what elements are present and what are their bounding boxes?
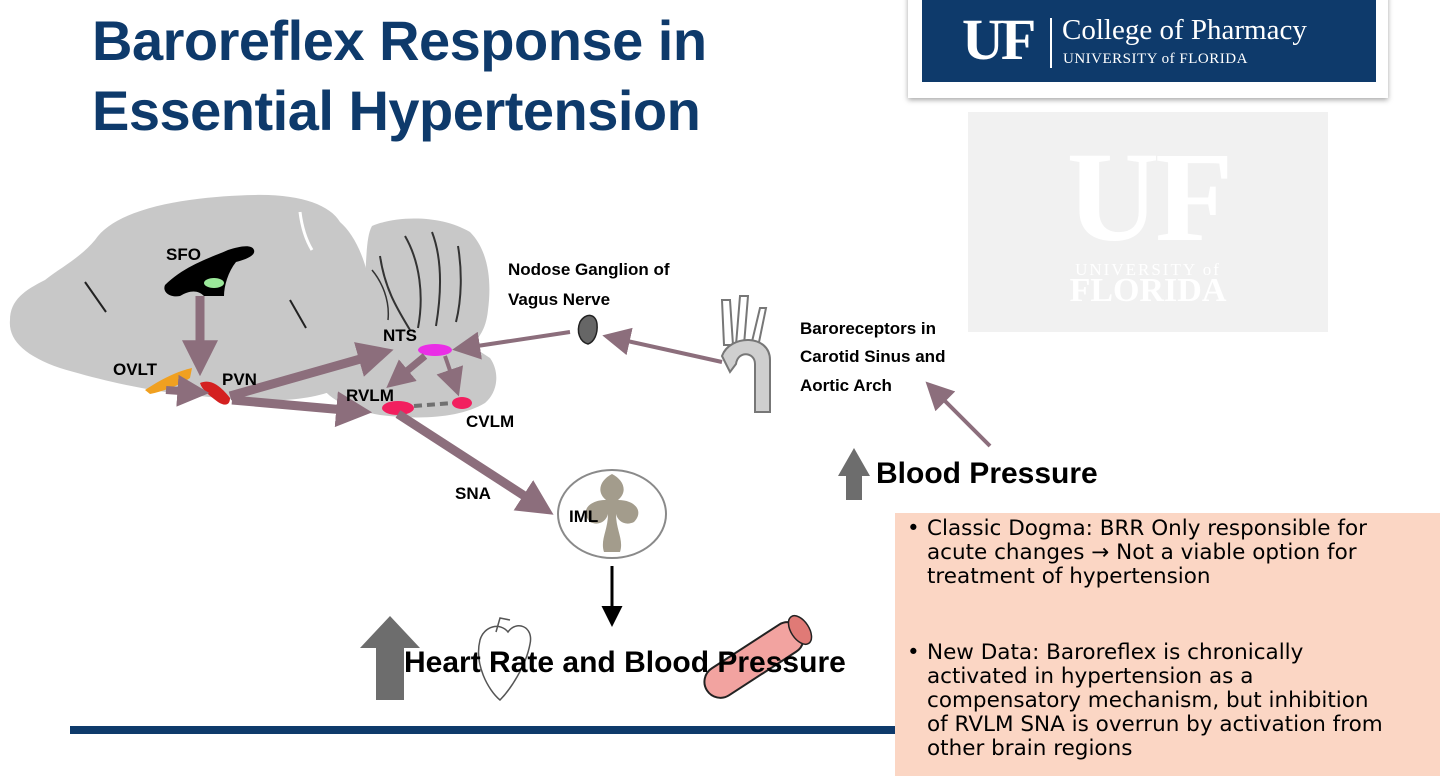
bullet: • bbox=[907, 516, 920, 541]
spinal-cord-icon bbox=[557, 469, 667, 559]
note-line: activated in hypertension as a bbox=[927, 664, 1254, 689]
watermark-mark: UF bbox=[1066, 126, 1234, 268]
cerebellum-fold bbox=[404, 235, 422, 329]
rvlm-cvlm-connection bbox=[413, 401, 453, 408]
arrow-nodose-to-nts bbox=[452, 330, 571, 360]
label-sfo: SFO bbox=[166, 245, 201, 264]
brain-sulcus bbox=[289, 299, 307, 329]
label-iml: IML bbox=[569, 507, 598, 526]
watermark-university: UNIVERSITY of bbox=[1075, 260, 1221, 279]
label-nts: NTS bbox=[383, 326, 417, 345]
ovlt-region bbox=[145, 368, 192, 394]
arrow-ovlt-to-pvn bbox=[165, 374, 210, 407]
note-line: treatment of hypertension bbox=[927, 564, 1211, 589]
arrow-pvn-to-nts bbox=[228, 342, 394, 401]
note-line: other brain regions bbox=[927, 736, 1133, 761]
label-baroreceptors-line-3: Aortic Arch bbox=[800, 376, 892, 395]
brain-sulcus bbox=[298, 211, 314, 251]
heart-icon bbox=[477, 617, 532, 702]
cvlm-region bbox=[452, 397, 472, 409]
watermark-state: FLORIDA bbox=[1069, 272, 1227, 309]
notes-box: • Classic Dogma: BRR Only responsible fo… bbox=[895, 513, 1440, 776]
brain-sulcus bbox=[84, 281, 107, 313]
note-new-data: • New Data: Baroreflex is chronically ac… bbox=[907, 641, 1432, 761]
label-ovlt: OVLT bbox=[113, 360, 158, 379]
label-rvlm: RVLM bbox=[346, 386, 394, 405]
notes-list: • Classic Dogma: BRR Only responsible fo… bbox=[907, 517, 1432, 761]
logo-mark: UF bbox=[962, 7, 1036, 72]
cerebellum-fold bbox=[431, 231, 442, 327]
uf-watermark: UF UNIVERSITY of FLORIDA bbox=[968, 112, 1328, 332]
note-line: Classic Dogma: BRR Only responsible for bbox=[927, 516, 1367, 541]
arrow-baroreceptors-to-nodose bbox=[602, 327, 723, 364]
up-arrow-icon bbox=[838, 448, 870, 500]
cerebellum-fold bbox=[371, 269, 390, 321]
label-nodose-line-2: Vagus Nerve bbox=[508, 290, 610, 309]
nts-region bbox=[418, 344, 452, 356]
blood-vessel-icon bbox=[703, 614, 813, 699]
cerebellum-fold bbox=[379, 255, 411, 331]
bullet: • bbox=[907, 640, 920, 665]
arrow-rvlm-to-iml bbox=[395, 410, 554, 515]
heart-rate-blood-pressure-label: Heart Rate and Blood Pressure bbox=[404, 646, 846, 679]
logo-university-name: UNIVERSITY of FLORIDA bbox=[1063, 51, 1248, 67]
label-baroreceptors-line-1: Baroreceptors in bbox=[800, 319, 936, 338]
arrow-pvn-to-rvlm bbox=[231, 391, 373, 428]
label-sna: SNA bbox=[455, 484, 491, 503]
arrow-nts-to-rvlm bbox=[386, 353, 428, 389]
diagram-labels: SFO OVLT PVN NTS RVLM CVLM SNA IML Nodos… bbox=[113, 245, 945, 526]
note-line: acute changes → Not a viable option for bbox=[927, 540, 1357, 565]
note-line: New Data: Baroreflex is chronically bbox=[927, 640, 1304, 665]
sfo-ventricle bbox=[164, 246, 255, 297]
college-logo: UF College of Pharmacy UNIVERSITY of FLO… bbox=[908, 0, 1388, 98]
sfo-nucleus bbox=[204, 278, 224, 288]
title-line-1: Baroreflex Response in bbox=[92, 9, 707, 72]
title-line-2: Essential Hypertension bbox=[92, 79, 701, 142]
note-line: of RVLM SNA is overrun by activation fro… bbox=[927, 712, 1383, 737]
slide-title: Baroreflex Response in Essential Hyperte… bbox=[92, 6, 707, 146]
logo-divider bbox=[1050, 18, 1052, 68]
aorta-icon bbox=[720, 295, 771, 413]
arrow-bp-to-baroreceptors bbox=[925, 381, 992, 448]
up-arrow-icon bbox=[360, 616, 420, 700]
bottom-rule bbox=[70, 726, 900, 734]
arrow-nts-to-cvlm bbox=[436, 355, 464, 397]
logo-college-name: College of Pharmacy bbox=[1062, 14, 1307, 46]
blood-pressure-label: Blood Pressure bbox=[876, 457, 1098, 490]
brain-cerebrum bbox=[9, 194, 374, 401]
note-classic-dogma: • Classic Dogma: BRR Only responsible fo… bbox=[907, 517, 1432, 589]
label-baroreceptors-line-2: Carotid Sinus and bbox=[800, 347, 945, 366]
pathway-arrows bbox=[165, 296, 992, 627]
rvlm-region bbox=[382, 401, 414, 415]
cerebellum-fold bbox=[455, 245, 462, 323]
note-line: compensatory mechanism, but inhibition bbox=[927, 688, 1369, 713]
logo-band: UF College of Pharmacy UNIVERSITY of FLO… bbox=[922, 0, 1376, 82]
ganglion-icon bbox=[577, 314, 598, 345]
label-cvlm: CVLM bbox=[466, 412, 514, 431]
label-nodose-line-1: Nodose Ganglion of bbox=[508, 260, 670, 279]
label-pvn: PVN bbox=[222, 370, 257, 389]
